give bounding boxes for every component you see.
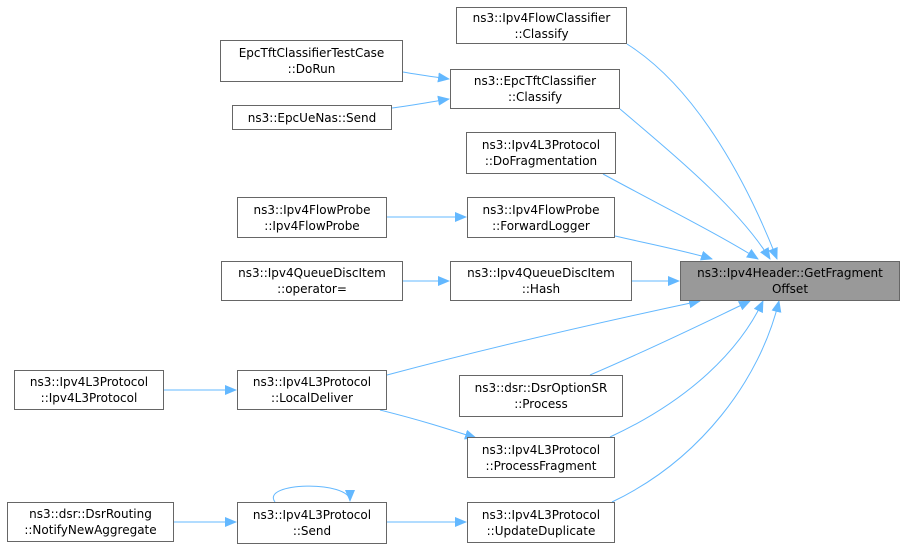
node-ipv4flowprobe-forwardlogger[interactable]: ns3::Ipv4FlowProbe::ForwardLogger [467,197,615,238]
node-label-line: ns3::Ipv4L3Protocol [252,375,372,389]
edge-epcuenas-send-to-epctftclassifier-classify [391,95,450,109]
node-dsroptionsr-process[interactable]: ns3::dsr::DsrOptionSR::Process [459,375,623,417]
node-ipv4queuediscitem-hash[interactable]: ns3::Ipv4QueueDiscItem::Hash [450,261,632,301]
node-label-line: ::operator= [277,282,347,296]
edge-epctftclassifiertestcase-dorun-to-epctftclassifier-classify [402,71,450,83]
node-label-line: ::ProcessFragment [485,458,597,473]
node-label-line: ns3::dsr::DsrOptionSR [474,381,608,395]
node-label-line: ::Process [514,397,568,411]
node-dsrrouting-notifynewaggregate[interactable]: ns3::dsr::DsrRouting::NotifyNewAggregate [7,502,174,542]
node-label-line: ns3::Ipv4QueueDiscItem [467,266,615,280]
node-label-line: Offset [771,282,809,296]
edge-ipv4flowprobe-forwardlogger-to-target [614,235,713,261]
edge-ipv4flowclassifier-classify-to-target [626,43,778,260]
edge-dsroptionsr-process-to-target [589,300,751,376]
node-ipv4l3protocol-updateduplicate[interactable]: ns3::Ipv4L3Protocol::UpdateDuplicate [467,502,615,543]
edge-ipv4l3protocol-localdeliver-to-ipv4l3protocol-processfragment [379,409,477,440]
node-label-line: ns3::Ipv4FlowClassifier [472,10,611,25]
node-label-line: ::Ipv4L3Protocol [40,391,138,405]
node-epctftclassifier-classify[interactable]: ns3::EpcTftClassifier::Classify [450,69,620,109]
node-ipv4l3protocol-ctor[interactable]: ns3::Ipv4L3Protocol::Ipv4L3Protocol [14,370,164,410]
node-label-line: ::Classify [514,26,569,41]
node-label-line: ::DoFragmentation [484,154,598,168]
node-label-line: ::Hash [521,282,561,296]
node-label-line: ::Send [292,524,332,538]
node-label-line: ns3::Ipv4L3Protocol [481,507,601,522]
node-label-line: ::DoRun [287,62,336,76]
edge-ipv4l3protocol-dofragmentation-to-target [602,173,759,260]
node-label-line: ns3::Ipv4L3Protocol [481,138,601,152]
node-ipv4l3protocol-dofragmentation[interactable]: ns3::Ipv4L3Protocol::DoFragmentation [466,132,616,174]
node-ipv4queuediscitem-operator[interactable]: ns3::Ipv4QueueDiscItem::operator= [221,261,403,301]
node-label-line: ::LocalDeliver [271,391,353,405]
node-label-line: ::Classify [507,90,563,104]
node-label-line: ns3::Ipv4FlowProbe [253,202,371,217]
node-label-line: ns3::Ipv4Header::GetFragment [697,266,883,280]
node-label-line: ns3::Ipv4L3Protocol [29,375,149,389]
edge-ipv4l3protocol-updateduplicate-to-target [611,300,782,503]
node-label-line: ns3::dsr::DsrRouting [29,507,152,521]
node-label-line: ::NotifyNewAggregate [24,523,157,537]
node-ipv4flowclassifier-classify[interactable]: ns3::Ipv4FlowClassifier::Classify [456,7,627,44]
node-epctftclassifiertestcase-dorun[interactable]: EpcTftClassifierTestCase::DoRun [220,40,403,82]
edge-ipv4l3protocol-processfragment-to-target [609,300,764,438]
node-label-line: ::UpdateDuplicate [486,523,596,538]
edge-epctftclassifier-classify-to-target [619,108,771,260]
node-label-line: ns3::Ipv4L3Protocol [252,508,372,522]
edge-ipv4l3protocol-send-to-ipv4l3protocol-send [272,485,355,503]
node-label-line: ns3::EpcUeNas::Send [247,110,377,125]
node-label-line: ::ForwardLogger [492,218,590,233]
node-epcuenas-send[interactable]: ns3::EpcUeNas::Send [232,105,392,130]
edge-ipv4l3protocol-localdeliver-to-target [386,298,701,376]
node-ipv4l3protocol-send[interactable]: ns3::Ipv4L3Protocol::Send [237,502,387,544]
node-label-line: ns3::EpcTftClassifier [473,74,597,88]
node-ipv4flowprobe-ctor[interactable]: ns3::Ipv4FlowProbe::Ipv4FlowProbe [237,197,387,238]
node-label-line: ns3::Ipv4L3Protocol [481,442,601,457]
node-label-line: EpcTftClassifierTestCase [238,46,385,60]
node-label-line: ns3::Ipv4QueueDiscItem [238,266,386,280]
node-ipv4l3protocol-localdeliver[interactable]: ns3::Ipv4L3Protocol::LocalDeliver [237,370,387,410]
node-label-line: ::Ipv4FlowProbe [264,218,360,233]
node-label-line: ns3::Ipv4FlowProbe [482,202,600,217]
node-ipv4l3protocol-processfragment[interactable]: ns3::Ipv4L3Protocol::ProcessFragment [467,437,615,478]
